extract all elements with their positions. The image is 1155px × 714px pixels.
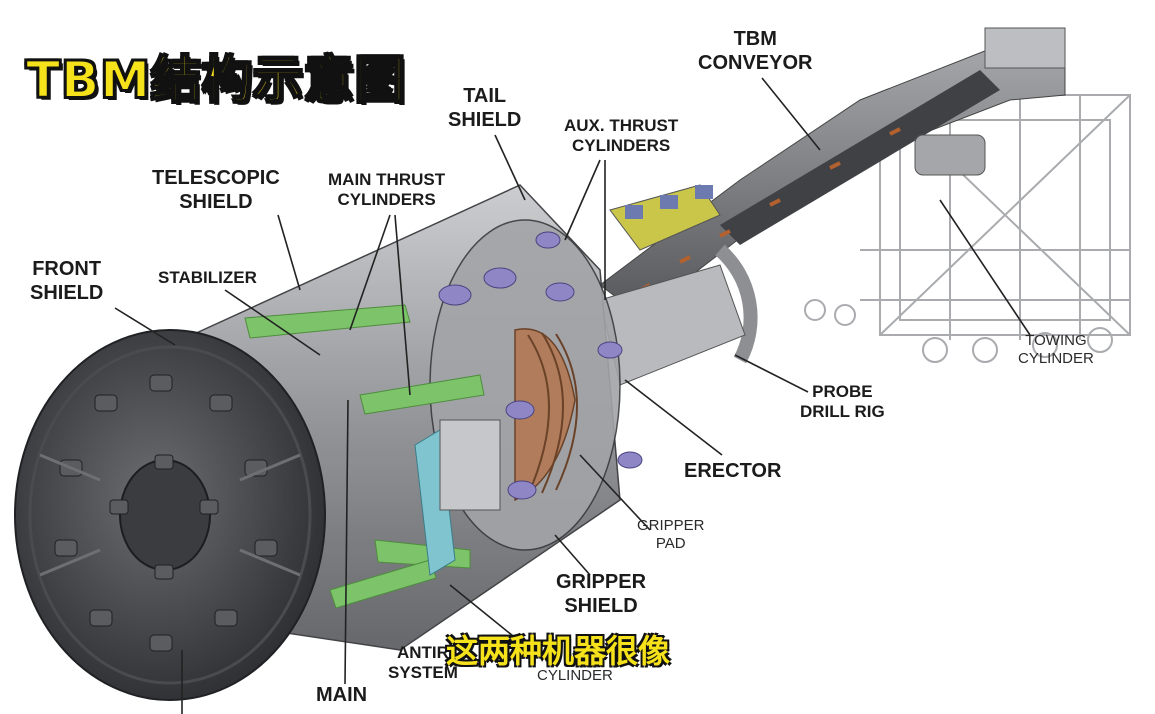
erector-ring <box>715 244 758 364</box>
label-main-thrust-cylinders: MAIN THRUST CYLINDERS <box>328 170 446 210</box>
label-stabilizer: STABILIZER <box>158 268 257 287</box>
label-front-shield: FRONT SHIELD <box>30 258 104 304</box>
label-probe-drill-rig: PROBE DRILL RIG <box>800 382 885 422</box>
label-erector: ERECTOR <box>684 460 782 482</box>
label-tbm-conveyor: TBM CONVEYOR <box>698 28 813 74</box>
label-main: MAIN <box>316 684 368 706</box>
label-antirotation-system: ANTIR SYSTEM <box>388 643 458 683</box>
label-gripper-pad: GRIPPER PAD <box>637 517 705 552</box>
backup-gantry <box>804 94 1131 363</box>
cutter-head <box>14 329 326 701</box>
label-cylinder: CYLINDER <box>537 667 613 684</box>
label-towing-cylinder: TOWING CYLINDER <box>1018 332 1094 367</box>
label-aux-thrust-cylinders: AUX. THRUST CYLINDERS <box>564 116 679 156</box>
label-telescopic-shield: TELESCOPIC SHIELD <box>152 167 280 213</box>
label-gripper-shield: GRIPPER SHIELD <box>556 571 647 617</box>
video-caption: 这两种机器很像 <box>446 632 671 670</box>
leader-lines <box>114 77 1031 714</box>
aux-machinery <box>609 184 721 251</box>
conveyor <box>599 27 1066 316</box>
diagram-title: TBM结构示意图 <box>25 50 406 110</box>
label-tail-shield: TAIL SHIELD <box>448 85 522 131</box>
